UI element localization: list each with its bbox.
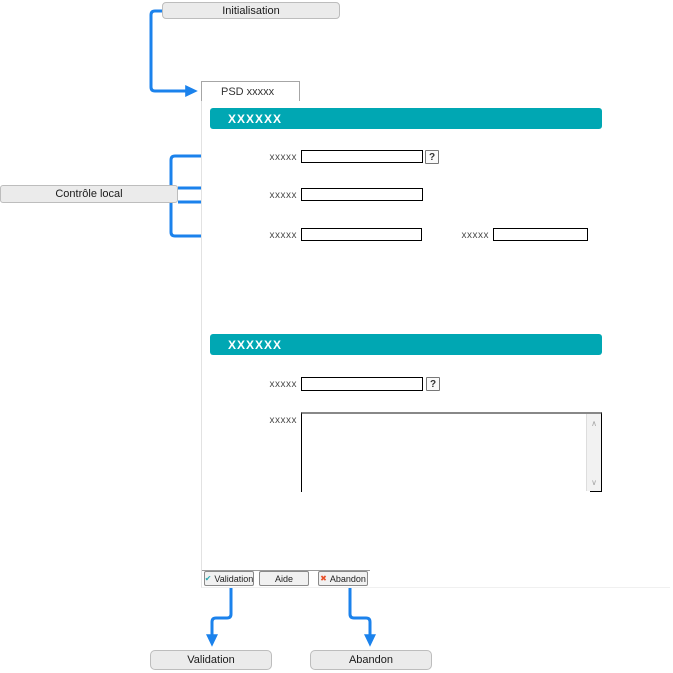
flow-box-initialisation: Initialisation	[162, 2, 340, 19]
scroll-up-icon[interactable]: ∧	[591, 418, 597, 428]
validation-button-label: Validation	[214, 573, 254, 584]
field2-input[interactable]	[301, 188, 423, 201]
section2-field1-help-button[interactable]: ?	[426, 377, 440, 391]
field3b-input[interactable]	[493, 228, 588, 241]
flow-box-controle-local: Contrôle local	[0, 185, 178, 203]
field1-label: xxxxx	[269, 152, 297, 163]
section2-field1-input[interactable]	[301, 377, 423, 391]
field3a-label: xxxxx	[269, 230, 297, 241]
abandon-button-label: Abandon	[329, 573, 366, 584]
flow-box-validation: Validation	[150, 650, 272, 670]
field3b-label: xxxxx	[461, 230, 489, 241]
flow-box-initialisation-label: Initialisation	[222, 4, 280, 17]
flow-arrow-init-to-tab	[149, 9, 198, 97]
textarea-scrollbar[interactable]: ∧ ∨	[586, 414, 601, 491]
aide-button[interactable]: Aide	[259, 571, 309, 586]
flow-arrow-validation	[206, 587, 233, 647]
field2-label: xxxxx	[269, 190, 297, 201]
validation-button[interactable]: ✔ Validation	[204, 571, 254, 586]
tab-psd[interactable]: PSD xxxxx	[201, 81, 300, 101]
comment-textarea-frame: ∧ ∨	[301, 412, 602, 494]
field1-input[interactable]	[301, 150, 423, 163]
scroll-down-icon[interactable]: ∨	[591, 477, 597, 487]
flow-box-abandon: Abandon	[310, 650, 432, 670]
section2-title: XXXXXX	[228, 337, 283, 352]
check-icon: ✔	[204, 573, 212, 583]
flow-arrow-abandon	[348, 587, 376, 647]
tab-psd-label: PSD xxxxx	[221, 85, 275, 98]
section2-field1-label: xxxxx	[269, 379, 297, 390]
form-panel: XXXXXX xxxxx ? xxxxx xxxxx xxxxx XXXXXX …	[201, 100, 670, 588]
section1-title: XXXXXX	[228, 111, 283, 126]
aide-button-label: Aide	[274, 573, 293, 584]
question-mark-icon: ?	[429, 378, 437, 390]
flow-box-abandon-label: Abandon	[348, 654, 394, 666]
comment-textarea[interactable]	[302, 414, 590, 494]
flow-box-controle-local-label: Contrôle local	[55, 188, 123, 200]
textarea-label: xxxxx	[269, 415, 297, 426]
cross-icon: ✖	[320, 573, 327, 583]
abandon-button[interactable]: ✖ Abandon	[318, 571, 368, 586]
field3a-input[interactable]	[301, 228, 422, 241]
question-mark-icon: ?	[428, 151, 436, 163]
section2-header: XXXXXX	[210, 334, 602, 355]
section1-header: XXXXXX	[210, 108, 602, 129]
button-bar-separator	[202, 570, 370, 571]
field1-help-button[interactable]: ?	[425, 150, 439, 164]
flow-box-validation-label: Validation	[187, 654, 235, 666]
